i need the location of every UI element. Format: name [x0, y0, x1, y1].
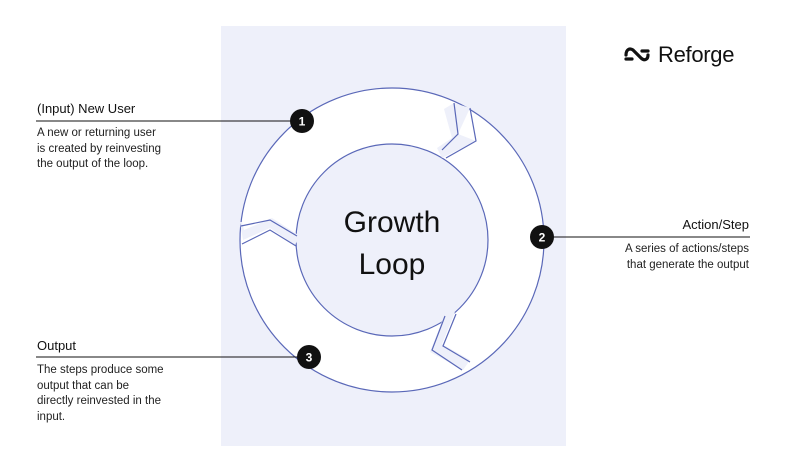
step-1-number: 1 [299, 115, 306, 129]
step-2-description: A series of actions/steps that generate … [625, 242, 749, 273]
loop-gap-top-right [437, 103, 476, 158]
step-2-description-line: that generate the output [626, 258, 749, 271]
step-1-description-line: the output of the loop. [37, 158, 149, 170]
brand-logo: Reforge [624, 42, 734, 68]
step-3-number: 3 [306, 351, 313, 365]
step-3-description-line: output that can be [37, 379, 130, 392]
step-2-number: 2 [539, 231, 546, 245]
reforge-logo-icon [624, 47, 650, 62]
step-3-title: Output [37, 338, 77, 353]
brand-name: Reforge [658, 42, 735, 67]
step-3-description-line: The steps produce some [37, 364, 164, 376]
step-2-badge: 2 [530, 225, 554, 249]
step-1-title: (Input) New User [37, 101, 136, 116]
step-2-title: Action/Step [682, 217, 750, 232]
step-1-description-line: A new or returning user [37, 127, 156, 139]
step-2-description-line: A series of actions/steps [624, 243, 749, 255]
diagram-title: Growth Loop [317, 202, 467, 286]
loop-gap-left [240, 218, 300, 245]
step-1-badge: 1 [290, 109, 314, 133]
step-3-description-line: directly reinvested in the [37, 395, 162, 407]
diagram-title-line-2: Loop [358, 248, 426, 281]
step-3-description-line: input. [37, 410, 66, 423]
step-3-badge: 3 [297, 345, 321, 369]
step-3-description: The steps produce some output that can b… [37, 363, 164, 425]
step-1-description-line: is created by reinvesting [37, 142, 162, 155]
diagram-title-line-1: Growth [343, 206, 441, 239]
step-1-description: A new or returning user is created by re… [37, 126, 161, 173]
